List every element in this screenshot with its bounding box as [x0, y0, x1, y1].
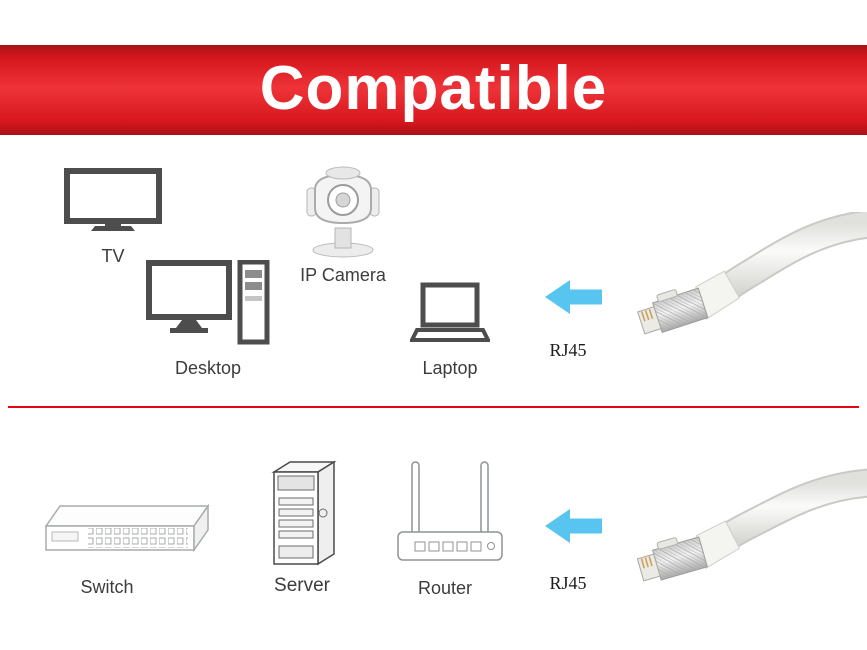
ethernet-cable-image — [617, 455, 867, 605]
switch-icon — [42, 496, 212, 562]
tv-icon — [63, 168, 163, 232]
banner: Compatible — [0, 45, 867, 135]
ip-camera-icon — [301, 160, 385, 258]
switch-label: Switch — [80, 577, 134, 597]
arrow-left-icon — [545, 280, 602, 314]
laptop-icon — [410, 282, 490, 346]
laptop-label: Laptop — [422, 358, 478, 378]
router-icon — [395, 460, 505, 564]
arrow-left-icon — [545, 509, 602, 543]
ethernet-cable-image — [617, 212, 867, 362]
server-label: Server — [274, 575, 330, 596]
server-icon — [262, 458, 342, 573]
tv-label: TV — [101, 246, 125, 266]
rj45-label: RJ45 — [549, 573, 587, 593]
page-title: Compatible — [259, 54, 608, 123]
desktop-label: Desktop — [174, 358, 242, 378]
ip-camera-label: IP Camera — [300, 265, 386, 285]
divider-line — [8, 406, 859, 408]
router-label: Router — [417, 578, 473, 598]
desktop-icon — [146, 260, 270, 355]
rj45-label: RJ45 — [549, 340, 587, 360]
